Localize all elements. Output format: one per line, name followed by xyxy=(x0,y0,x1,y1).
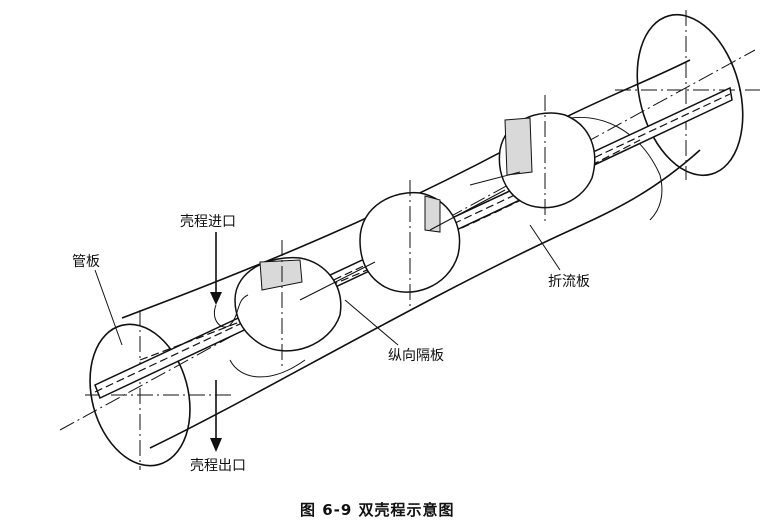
baffle-3 xyxy=(498,95,596,225)
shell-body xyxy=(121,59,701,449)
label-shell-inlet: 壳程进口 xyxy=(180,213,236,230)
figure-caption: 图 6-9 双壳程示意图 xyxy=(300,501,455,519)
leader-lines xyxy=(94,224,561,346)
baffle-1 xyxy=(234,240,342,370)
label-baffle: 折流板 xyxy=(548,274,590,290)
baffle-2 xyxy=(359,180,461,310)
label-shell-outlet: 壳程出口 xyxy=(190,457,246,474)
shell-outlet-arrow xyxy=(210,380,222,452)
right-tube-sheet xyxy=(615,10,760,180)
label-longitudinal-baffle: 纵向隔板 xyxy=(388,348,444,364)
shell-inlet-arrow xyxy=(210,232,249,328)
left-tube-sheet xyxy=(85,310,235,470)
label-tube-sheet: 管板 xyxy=(72,254,100,270)
baffle-connectors xyxy=(229,171,521,378)
